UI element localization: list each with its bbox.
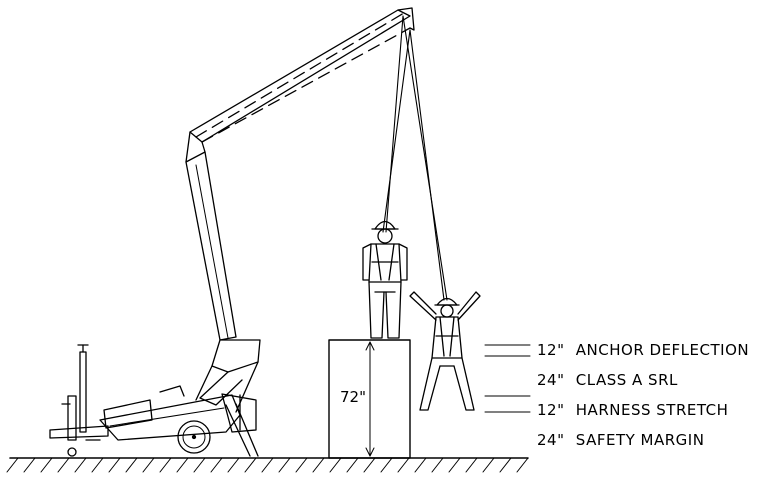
elevated-platform — [328, 339, 411, 459]
ground-hatch-line — [176, 457, 189, 473]
ground-hatch-line — [40, 457, 53, 473]
srl-lifelines — [382, 15, 448, 301]
worker-standing — [362, 220, 408, 339]
ground-hatch-line — [142, 457, 155, 473]
ground — [6, 457, 529, 473]
ground-hatch-line — [125, 457, 138, 473]
ground-hatch-line — [159, 457, 172, 473]
ground-hatch-line — [295, 457, 308, 473]
ground-hatch-line — [227, 457, 240, 473]
platform-height-label: 72" — [340, 388, 366, 406]
ground-hatch-line — [380, 457, 393, 473]
ground-hatch-line — [108, 457, 121, 473]
ground-hatch-line — [210, 457, 223, 473]
worker-falling — [409, 291, 481, 411]
ground-hatch-line — [516, 457, 529, 473]
ground-hatch-line — [448, 457, 461, 473]
ground-hatch-line — [312, 457, 325, 473]
clearance-callout-lines — [484, 344, 531, 413]
ground-hatch-line — [346, 457, 359, 473]
ground-hatch-line — [363, 457, 376, 473]
ground-hatch-line — [23, 457, 36, 473]
crane-base-cart — [49, 344, 259, 457]
ground-hatch-line — [329, 457, 342, 473]
ground-hatch-line — [74, 457, 87, 473]
ground-hatch-line — [465, 457, 478, 473]
ground-hatch-line — [431, 457, 444, 473]
ground-hatch-line — [482, 457, 495, 473]
ground-hatch-line — [6, 457, 19, 473]
davit-crane — [185, 7, 415, 433]
clearance-label-class-a-srl: 24" CLASS A SRL — [537, 371, 678, 389]
ground-hatch-line — [278, 457, 291, 473]
ground-hatch-line — [193, 457, 206, 473]
ground-hatch-line — [57, 457, 70, 473]
ground-hatch-line — [261, 457, 274, 473]
clearance-label-anchor-deflection: 12" ANCHOR DEFLECTION — [537, 341, 749, 359]
ground-hatch-line — [414, 457, 427, 473]
clearance-label-harness-stretch: 12" HARNESS STRETCH — [537, 401, 728, 419]
ground-hatch-line — [244, 457, 257, 473]
ground-hatch-line — [499, 457, 512, 473]
ground-hatch-line — [397, 457, 410, 473]
clearance-label-safety-margin: 24" SAFETY MARGIN — [537, 431, 704, 449]
ground-hatch-line — [91, 457, 104, 473]
